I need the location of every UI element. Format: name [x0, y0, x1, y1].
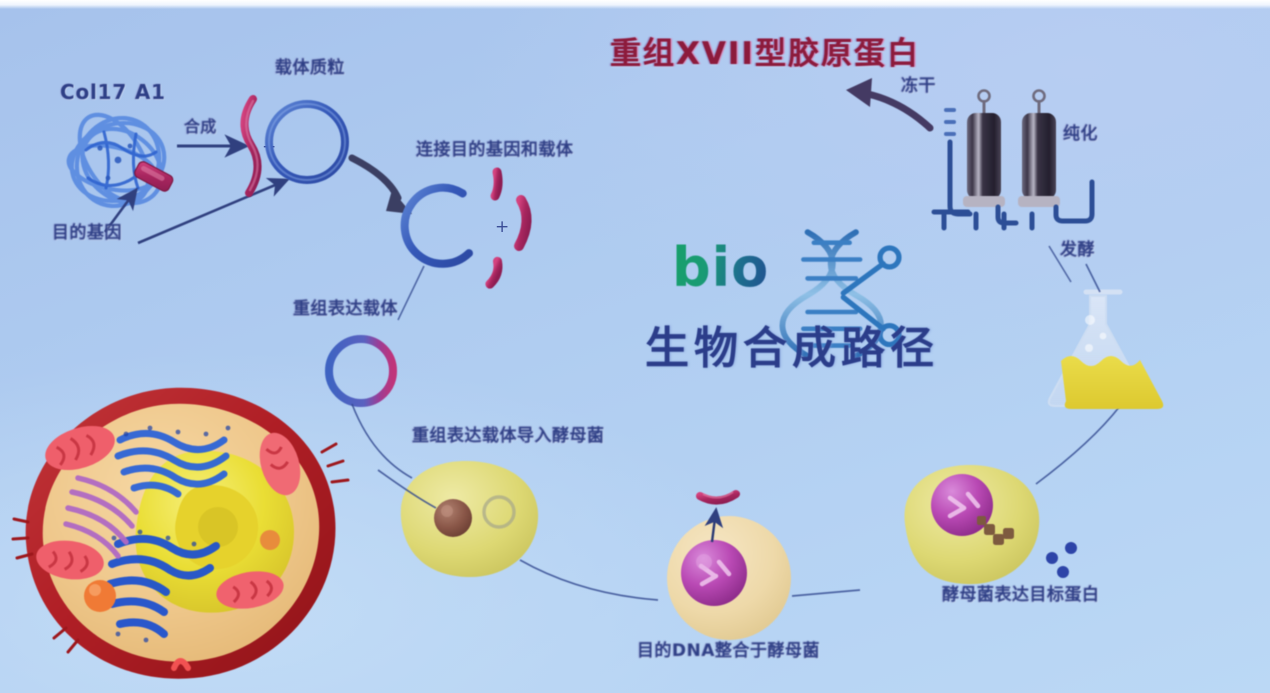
label-vector-plasmid: 载体质粒 [275, 58, 345, 78]
connector-into-yeast1 [377, 469, 437, 509]
recombinant-vector-graphic [325, 335, 397, 407]
connector-recombinant-to-yeast1 [351, 403, 413, 479]
label-synthesis: 合成 [184, 117, 217, 136]
slide-title: 重组XVII型胶原蛋白 [610, 36, 920, 72]
fermenter-flask-graphic [1047, 245, 1164, 409]
label-purification: 纯化 [1063, 124, 1098, 144]
projector-top-edge [0, 0, 1270, 9]
label-ligate-gene-vector: 连接目的基因和载体 [416, 140, 574, 160]
label-yeast-expresses: 酵母菌表达目标蛋白 [942, 585, 1100, 605]
gene-fragments-graphic [485, 167, 532, 289]
label-recombinant-vector: 重组表达载体 [293, 299, 398, 319]
ligation-curved-arrow [348, 154, 412, 214]
label-freeze-dry: 冻干 [901, 76, 936, 96]
connector-ligation-to-recombinant [397, 265, 425, 321]
label-fermentation: 发酵 [1060, 240, 1095, 260]
mitochondria [36, 425, 301, 609]
dna-fragment-incoming [696, 490, 740, 505]
brand-chinese-text: 生物合成路径 [645, 323, 939, 374]
synthesized-gene-strand [240, 95, 262, 197]
purification-columns-graphic [931, 89, 1095, 231]
target-gene-pointer-arrows [103, 177, 290, 245]
protein-chain [977, 516, 1014, 545]
host-cell-graphic [11, 387, 350, 679]
connector-yeast1-to-yeast2 [519, 559, 659, 601]
label-dna-integrated: 目的DNA整合于酵母菌 [637, 641, 820, 661]
dna-scissors-icon [779, 229, 902, 360]
vector-plasmid-graphic [265, 100, 349, 184]
label-target-gene: 目的基因 [52, 223, 122, 243]
plus-sign-2: + [495, 217, 509, 237]
secreted-protein-dots [1046, 542, 1077, 578]
freeze-dry-arrow-graphic [846, 78, 934, 132]
yeast-cell-integration-graphic [667, 490, 861, 640]
brand-latin-text: bio [672, 236, 770, 299]
yeast-cell-transform-graphic [400, 460, 539, 578]
target-gene-segment [134, 161, 174, 192]
open-plasmid-graphic [400, 183, 473, 268]
yeast-cell-expression-graphic [904, 405, 1121, 585]
label-transform-yeast: 重组表达载体导入酵母菌 [412, 426, 605, 446]
label-col17a1: Col17 A1 [60, 80, 166, 104]
col17a1-chromosome-graphic [66, 112, 174, 209]
